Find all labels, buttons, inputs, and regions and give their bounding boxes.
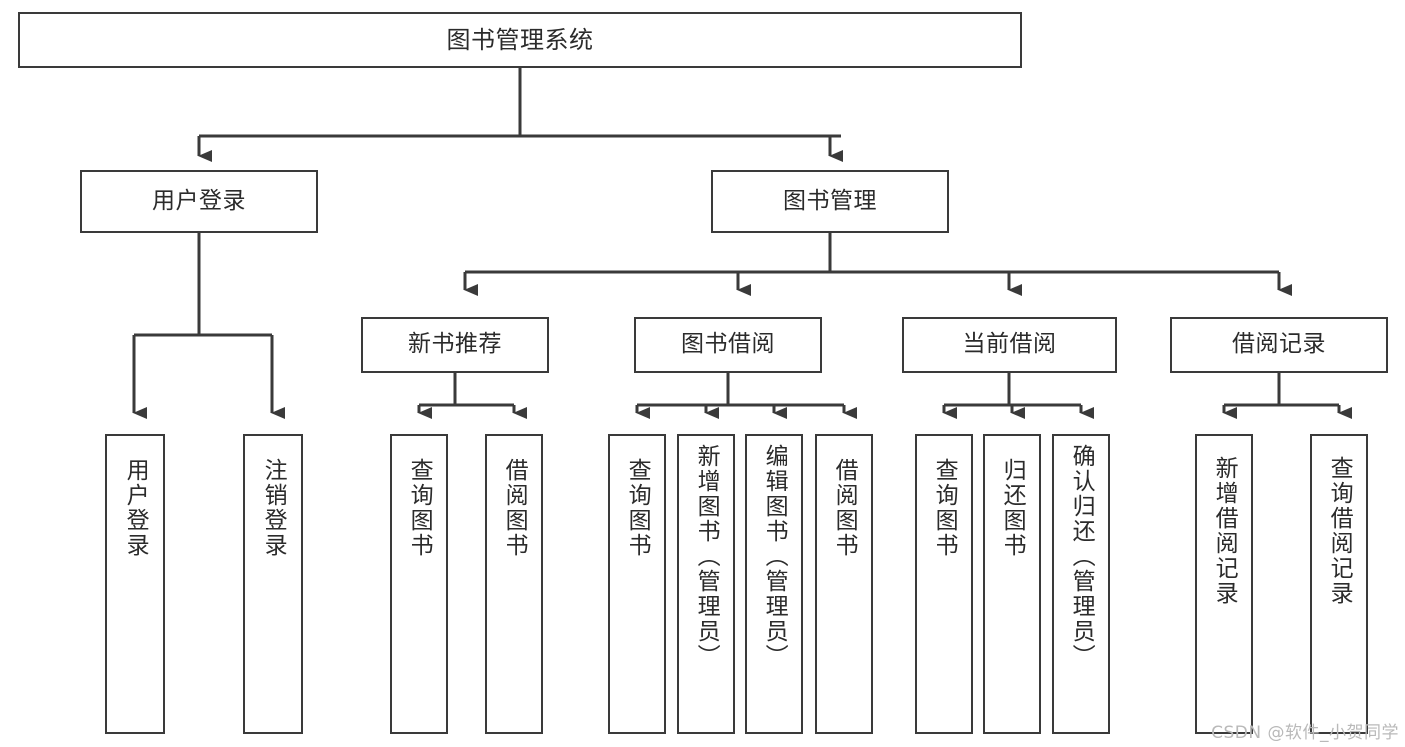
leaf-borrow-book-2-label: 借阅图书 bbox=[831, 458, 858, 558]
leaf-borrow-book-2[interactable]: 借阅图书 bbox=[815, 434, 873, 734]
node-new-book-recommend[interactable]: 新书推荐 bbox=[361, 317, 549, 373]
watermark: CSDN @软件_小贺同学 bbox=[1211, 723, 1399, 743]
leaf-query-record-label: 查询借阅记录 bbox=[1326, 456, 1353, 606]
node-borrow-record-label: 借阅记录 bbox=[1232, 331, 1326, 358]
leaf-add-record-label: 新增借阅记录 bbox=[1211, 456, 1238, 606]
node-current-borrow[interactable]: 当前借阅 bbox=[902, 317, 1117, 373]
leaf-query-book-2-label: 查询图书 bbox=[624, 458, 651, 558]
leaf-query-book-1[interactable]: 查询图书 bbox=[390, 434, 448, 734]
leaf-user-login-label: 用户登录 bbox=[122, 458, 149, 558]
node-book-manage[interactable]: 图书管理 bbox=[711, 170, 949, 233]
leaf-query-book-3[interactable]: 查询图书 bbox=[915, 434, 973, 734]
leaf-add-book-label: 新增图书（管理员） bbox=[693, 444, 720, 669]
node-root[interactable]: 图书管理系统 bbox=[18, 12, 1022, 68]
leaf-query-book-3-label: 查询图书 bbox=[931, 458, 958, 558]
leaf-edit-book[interactable]: 编辑图书（管理员） bbox=[745, 434, 803, 734]
leaf-logout[interactable]: 注销登录 bbox=[243, 434, 303, 734]
leaf-confirm-return-label: 确认归还（管理员） bbox=[1068, 444, 1095, 669]
leaf-borrow-book-1-label: 借阅图书 bbox=[501, 458, 528, 558]
node-book-manage-label: 图书管理 bbox=[783, 187, 877, 214]
node-book-borrow[interactable]: 图书借阅 bbox=[634, 317, 822, 373]
leaf-add-record[interactable]: 新增借阅记录 bbox=[1195, 434, 1253, 734]
leaf-return-book-label: 归还图书 bbox=[999, 458, 1026, 558]
leaf-query-book-1-label: 查询图书 bbox=[406, 458, 433, 558]
node-current-borrow-label: 当前借阅 bbox=[962, 331, 1057, 358]
leaf-user-login[interactable]: 用户登录 bbox=[105, 434, 165, 734]
leaf-edit-book-label: 编辑图书（管理员） bbox=[761, 444, 788, 669]
node-root-label: 图书管理系统 bbox=[446, 25, 594, 54]
node-user-login-label: 用户登录 bbox=[152, 187, 246, 214]
node-new-book-recommend-label: 新书推荐 bbox=[408, 331, 502, 358]
leaf-add-book[interactable]: 新增图书（管理员） bbox=[677, 434, 735, 734]
leaf-logout-label: 注销登录 bbox=[260, 458, 287, 558]
leaf-query-record[interactable]: 查询借阅记录 bbox=[1310, 434, 1368, 734]
leaf-return-book[interactable]: 归还图书 bbox=[983, 434, 1041, 734]
leaf-borrow-book-1[interactable]: 借阅图书 bbox=[485, 434, 543, 734]
leaf-confirm-return[interactable]: 确认归还（管理员） bbox=[1052, 434, 1110, 734]
leaf-query-book-2[interactable]: 查询图书 bbox=[608, 434, 666, 734]
node-book-borrow-label: 图书借阅 bbox=[681, 331, 775, 358]
node-user-login[interactable]: 用户登录 bbox=[80, 170, 318, 233]
node-borrow-record[interactable]: 借阅记录 bbox=[1170, 317, 1388, 373]
